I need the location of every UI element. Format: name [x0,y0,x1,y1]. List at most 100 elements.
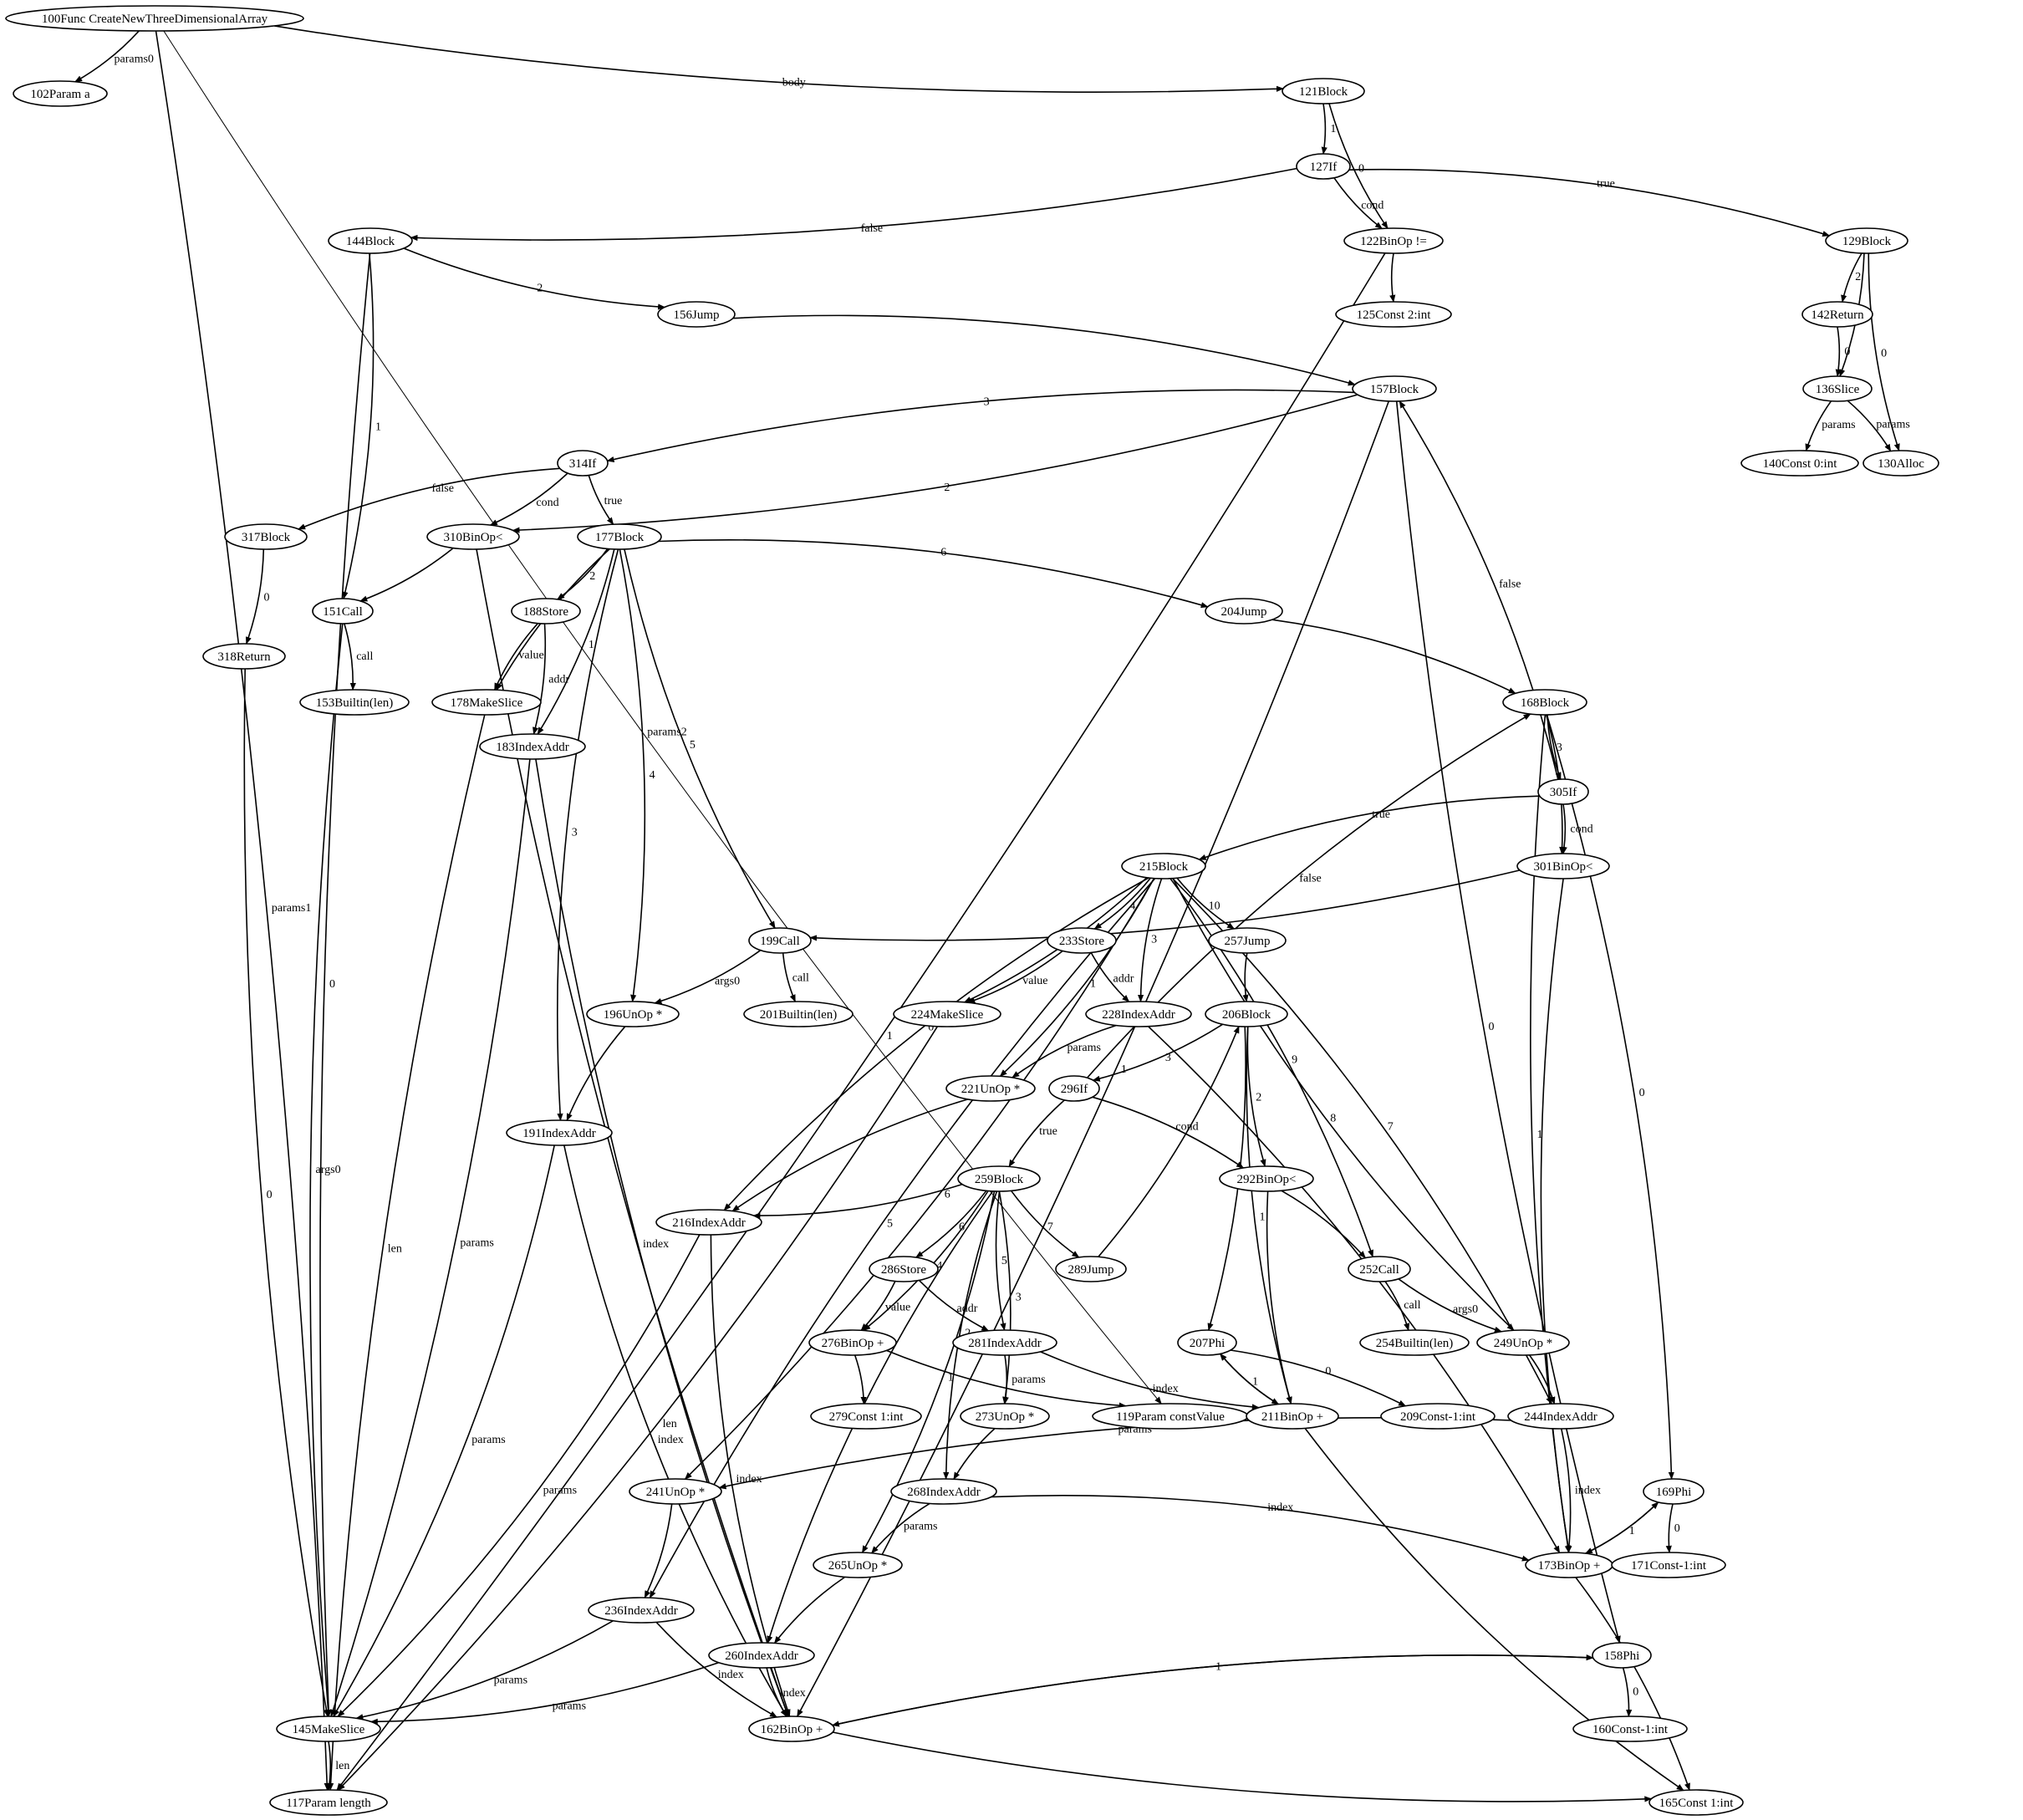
node-236[interactable]: 236IndexAddr [588,1597,695,1624]
node-310[interactable]: 310BinOp< [426,523,520,550]
node-209[interactable]: 209Const-1:int [1380,1403,1496,1430]
edge-line [684,878,1155,1480]
node-241[interactable]: 241UnOp * [629,1478,722,1505]
edge-line [1219,1353,1280,1405]
edge-line [1546,714,1674,1480]
node-117[interactable]: 117Param length [269,1789,388,1816]
node-201[interactable]: 201Builtin(len) [743,1001,854,1027]
node-207[interactable]: 207Phi [1177,1329,1237,1356]
edge-line [1584,1501,1659,1554]
node-136[interactable]: 136Slice [1802,375,1873,402]
node-292[interactable]: 292BinOp< [1219,1165,1314,1192]
node-276[interactable]: 276BinOp + [808,1329,897,1356]
node-ellipse [629,1478,722,1505]
node-160[interactable]: 160Const-1:int [1572,1715,1688,1742]
node-188[interactable]: 188Store [511,598,581,625]
node-317[interactable]: 317Block [224,523,308,550]
node-140[interactable]: 140Const 0:int [1740,450,1859,477]
edge-line [658,539,1209,609]
node-228[interactable]: 228IndexAddr [1085,1001,1192,1027]
edge-label: 1 [948,1371,954,1384]
node-151[interactable]: 151Call [312,598,374,625]
node-273[interactable]: 273UnOp * [960,1403,1050,1430]
node-100[interactable]: 100Func CreateNewThreeDimensionalArray [5,5,304,32]
node-257[interactable]: 257Jump [1208,927,1287,954]
node-label: 125Const 2:int [1357,308,1432,322]
node-215[interactable]: 215Block [1121,853,1206,879]
node-296[interactable]: 296If [1048,1075,1100,1102]
node-211[interactable]: 211BinOp + [1246,1403,1339,1430]
edge-line [1665,1503,1674,1553]
edge-215-244: 7 [1172,878,1553,1405]
node-289[interactable]: 289Jump [1055,1256,1127,1282]
node-130[interactable]: 130Alloc [1862,450,1939,477]
node-ellipse [945,1075,1036,1102]
node-157[interactable]: 157Block [1352,375,1437,402]
node-252[interactable]: 252Call [1348,1256,1411,1282]
node-199[interactable]: 199Call [748,927,812,954]
edge-label: 1 [887,1030,893,1043]
node-279[interactable]: 279Const 1:int [810,1403,922,1430]
edge-136-130: params [1847,400,1910,452]
edge-301-199 [809,869,1521,941]
node-153[interactable]: 153Builtin(len) [299,689,410,716]
node-122[interactable]: 122BinOp != [1343,227,1444,254]
node-191[interactable]: 191IndexAddr [506,1119,613,1146]
edge-line [557,548,619,1121]
edge-label: 1 [589,639,594,651]
node-177[interactable]: 177Block [577,523,662,550]
node-102[interactable]: 102Param a [13,80,108,107]
node-216[interactable]: 216IndexAddr [655,1209,762,1236]
edge-line [991,1495,1530,1562]
node-259[interactable]: 259Block [957,1165,1041,1192]
edge-label: 6 [945,1188,950,1201]
node-281[interactable]: 281IndexAddr [952,1329,1057,1356]
node-183[interactable]: 183IndexAddr [479,733,586,760]
node-144[interactable]: 144Block [328,227,413,254]
node-ellipse [269,1789,388,1816]
node-260[interactable]: 260IndexAddr [708,1642,815,1669]
node-ellipse [312,598,374,625]
edge-label: addr [548,674,569,686]
node-ellipse [1296,153,1351,180]
node-233[interactable]: 233Store [1047,927,1117,954]
node-125[interactable]: 125Const 2:int [1335,301,1452,328]
node-142[interactable]: 142Return [1801,301,1873,328]
node-145[interactable]: 145MakeSlice [276,1715,381,1742]
node-ellipse [1343,227,1444,254]
edge-label: len [663,1418,677,1430]
node-204[interactable]: 204Jump [1205,598,1283,625]
edge-label: 0 [1844,346,1850,359]
node-318[interactable]: 318Return [202,643,286,670]
node-156[interactable]: 156Jump [657,301,736,328]
node-206[interactable]: 206Block [1205,1001,1288,1027]
node-173[interactable]: 173BinOp + [1525,1552,1613,1578]
node-171[interactable]: 171Const-1:int [1611,1552,1726,1578]
node-ellipse [1085,1001,1192,1027]
edge-206-211: 1 [1246,1026,1292,1405]
node-127[interactable]: 127If [1296,153,1351,180]
node-286[interactable]: 286Store [869,1256,939,1282]
node-178[interactable]: 178MakeSlice [431,689,542,716]
node-label: 102Param a [30,88,90,101]
node-268[interactable]: 268IndexAddr [890,1478,997,1505]
node-301[interactable]: 301BinOp< [1516,853,1610,879]
node-165[interactable]: 165Const 1:int [1648,1789,1744,1816]
node-196[interactable]: 196UnOp * [586,1001,680,1027]
node-168[interactable]: 168Block [1502,689,1587,716]
node-158[interactable]: 158Phi [1592,1642,1652,1669]
node-249[interactable]: 249UnOp * [1476,1329,1570,1356]
node-169[interactable]: 169Phi [1643,1478,1705,1505]
node-305[interactable]: 305If [1537,778,1589,805]
node-254[interactable]: 254Builtin(len) [1359,1329,1470,1356]
node-314[interactable]: 314If [557,450,609,477]
node-121[interactable]: 121Block [1282,78,1365,105]
edge-292-211 [1266,1190,1292,1405]
node-119[interactable]: 119Param constValue [1092,1403,1249,1430]
node-221[interactable]: 221UnOp * [945,1075,1036,1102]
node-129[interactable]: 129Block [1825,227,1908,254]
node-244[interactable]: 244IndexAddr [1507,1403,1614,1430]
node-162[interactable]: 162BinOp + [748,1715,835,1742]
node-265[interactable]: 265UnOp * [813,1552,903,1578]
node-224[interactable]: 224MakeSlice [893,1001,1001,1027]
